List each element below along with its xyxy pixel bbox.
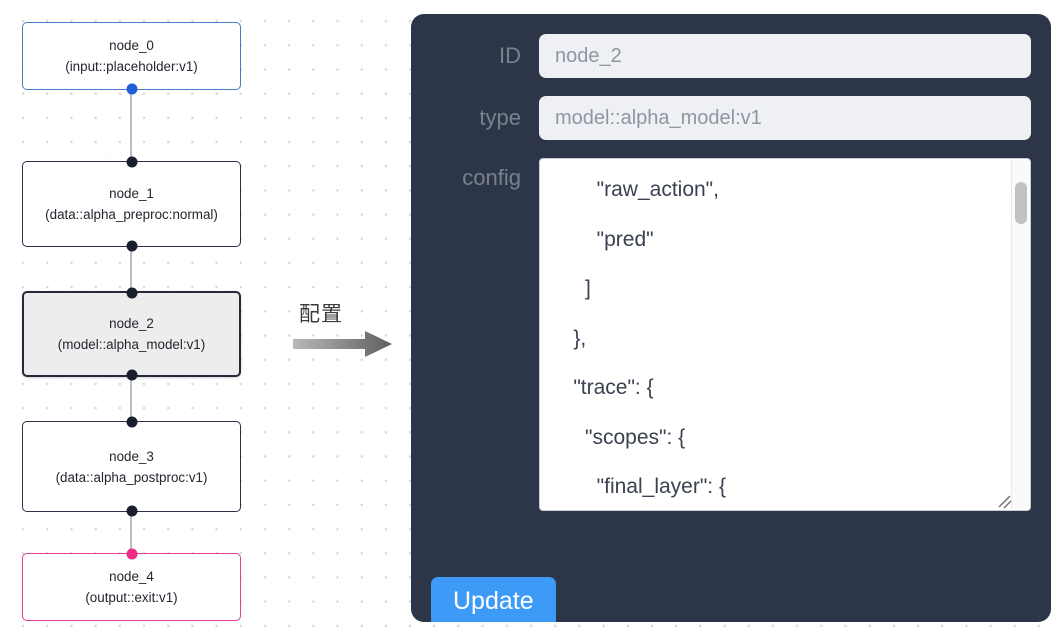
arrow-right-icon xyxy=(293,331,392,357)
node-handle-source[interactable] xyxy=(126,505,137,517)
graph-node-label: node_1 (data::alpha_preproc:normal) xyxy=(45,186,218,222)
config-scrollbar-thumb[interactable] xyxy=(1014,182,1027,224)
field-row-type: type xyxy=(431,96,1031,140)
graph-node-node_2[interactable]: node_2 (model::alpha_model:v1) xyxy=(22,287,241,381)
graph-node-node_4[interactable]: node_4 (output::exit:v1) xyxy=(22,548,241,621)
type-field-label: type xyxy=(479,105,521,130)
config-textarea[interactable]: "raw_action", "pred" ] }, "trace": { "sc… xyxy=(573,178,726,498)
node-handle-target[interactable] xyxy=(126,548,137,560)
config-scrollbar[interactable] xyxy=(1011,160,1029,509)
id-input[interactable] xyxy=(539,34,1031,78)
edge-node2-node3 xyxy=(130,377,132,422)
node-handle-source[interactable] xyxy=(126,369,137,381)
annotation-arrow-group: 配置 xyxy=(291,298,401,360)
config-field-label: config xyxy=(462,165,521,190)
graph-node-node_3[interactable]: node_3 (data::alpha_postproc:v1) xyxy=(22,416,241,517)
node-handle-source[interactable] xyxy=(126,240,137,252)
update-button[interactable]: Update xyxy=(431,577,556,622)
node-config-panel: ID type config "raw_action", "pred" ] },… xyxy=(411,14,1051,622)
config-textarea-wrapper[interactable]: "raw_action", "pred" ] }, "trace": { "sc… xyxy=(539,158,1031,511)
node-handle-source[interactable] xyxy=(126,83,137,95)
resize-grip-icon[interactable] xyxy=(995,492,1012,509)
type-input[interactable] xyxy=(539,96,1031,140)
field-row-config: config "raw_action", "pred" ] }, "trace"… xyxy=(431,158,1031,511)
graph-node-label: node_2 (model::alpha_model:v1) xyxy=(57,316,206,352)
node-handle-target[interactable] xyxy=(126,156,137,168)
annotation-label: 配置 xyxy=(299,302,343,326)
edge-node1-node2 xyxy=(130,247,132,292)
graph-node-label: node_4 (output::exit:v1) xyxy=(85,569,178,605)
node-handle-target[interactable] xyxy=(126,287,137,299)
edge-node0-node1 xyxy=(130,90,132,162)
graph-node-label: node_0 (input::placeholder:v1) xyxy=(65,38,198,74)
graph-node-node_1[interactable]: node_1 (data::alpha_preproc:normal) xyxy=(22,156,241,252)
node-handle-target[interactable] xyxy=(126,416,137,428)
graph-node-node_0[interactable]: node_0 (input::placeholder:v1) xyxy=(22,22,241,95)
graph-node-label: node_3 (data::alpha_postproc:v1) xyxy=(55,448,208,485)
field-row-id: ID xyxy=(431,34,1031,78)
edge-node3-node4 xyxy=(130,512,132,553)
id-field-label: ID xyxy=(499,43,521,68)
